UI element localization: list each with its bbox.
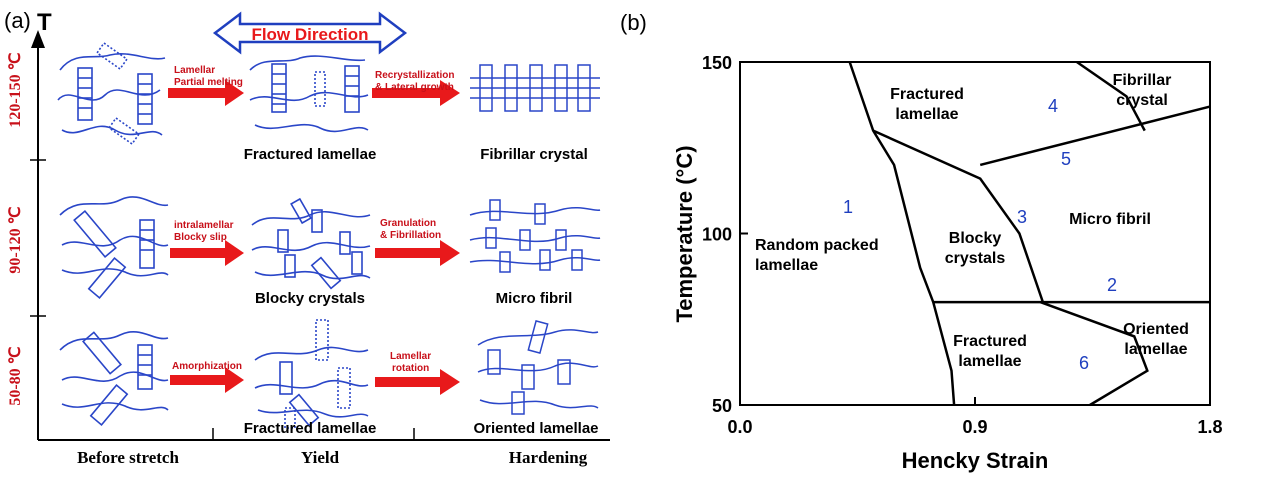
temp-label-row1: 120-150 ℃ xyxy=(7,52,24,127)
phase-boundary-3 xyxy=(872,129,1045,303)
boundary-number-4: 4 xyxy=(1048,96,1058,116)
row2-arrow1-line1: intralamellar xyxy=(174,220,234,231)
row2-arrow1: intralamellar Blocky slip xyxy=(170,220,244,266)
row3-arrow1: Amorphization xyxy=(170,361,244,393)
y-tick-label: 150 xyxy=(702,53,732,73)
panel-b-phase-diagram: (b) 0.0 0.9 1.8 50 100 150 Hencky Strain Temp… xyxy=(610,0,1280,475)
row2-arrow2-line2: & Fibrillation xyxy=(380,230,441,241)
row1-arrow1-line2: Partial melting xyxy=(174,77,243,88)
row1-hardening-crystal xyxy=(470,64,600,112)
row3-caption-mid: Fractured lamellae xyxy=(244,420,377,437)
row1-arrow2-line1: Recrystallization xyxy=(375,70,454,81)
row3-arrow1-line1: Amorphization xyxy=(172,361,242,372)
stage-label-yield: Yield xyxy=(301,448,340,467)
row3-arrow2: Lamellar rotation xyxy=(375,351,460,395)
row1-caption-right: Fibrillar crystal xyxy=(480,146,588,163)
row1-arrow1-line1: Lamellar xyxy=(174,65,215,76)
row1-arrow1: Lamellar Partial melting xyxy=(168,65,244,106)
row2-yield-crystal xyxy=(251,197,371,290)
y-tick-label: 100 xyxy=(702,225,732,245)
panel-a-label: (a) xyxy=(4,8,31,33)
row1-before-stretch-crystal xyxy=(57,41,166,146)
boundary-number-6: 6 xyxy=(1079,353,1089,373)
boundary-number-1: 1 xyxy=(843,197,853,217)
axis-ticks: 0.0 0.9 1.8 50 100 150 xyxy=(702,53,1223,437)
panel-a-schematic: (a) T 120-150 ℃ 90-120 ℃ 50-80 ℃ Flow Di… xyxy=(0,0,610,475)
temperature-axis-arrowhead xyxy=(31,30,45,48)
row2-hardening-crystal xyxy=(469,199,601,273)
row3-before-stretch-crystal xyxy=(59,331,169,426)
row2-caption-right: Micro fibril xyxy=(496,290,573,307)
phase-boundary-5 xyxy=(979,105,1211,167)
x-tick-label: 1.8 xyxy=(1197,417,1222,437)
row1-arrow2-line2: & Lateral growth xyxy=(375,82,454,93)
phase-boundary-1 xyxy=(848,61,956,406)
row2-arrow1-line2: Blocky slip xyxy=(174,232,227,243)
stage-label-before-stretch: Before stretch xyxy=(77,448,179,467)
row2-caption-mid: Blocky crystals xyxy=(255,290,365,307)
boundary-number-3: 3 xyxy=(1017,207,1027,227)
panel-b-label: (b) xyxy=(620,10,647,35)
temp-label-row3: 50-80 ℃ xyxy=(7,346,24,405)
row1-arrow2: Recrystallization & Lateral growth xyxy=(372,70,460,106)
schematic-svg: (a) T 120-150 ℃ 90-120 ℃ 50-80 ℃ Flow Di… xyxy=(4,8,610,467)
x-axis-title: Hencky Strain xyxy=(902,448,1049,473)
row3-yield-crystal xyxy=(254,319,369,429)
row2-arrow2: Granulation & Fibrillation xyxy=(375,218,460,266)
row1-yield-crystal xyxy=(249,55,369,133)
boundary-number-2: 2 xyxy=(1107,275,1117,295)
y-axis-title: Temperature (°C) xyxy=(672,145,697,322)
phase-boundary-4 xyxy=(1076,60,1146,132)
temperature-axis-symbol: T xyxy=(37,9,52,36)
temp-label-row2: 90-120 ℃ xyxy=(7,206,24,273)
row3-arrow2-line1: Lamellar xyxy=(390,351,431,362)
boundary-number-5: 5 xyxy=(1061,149,1071,169)
row3-hardening-crystal xyxy=(477,320,599,415)
row2-before-stretch-crystal xyxy=(59,196,169,299)
x-tick-label: 0.9 xyxy=(962,417,987,437)
row2-arrow2-line1: Granulation xyxy=(380,218,436,229)
phase-boundary-6 xyxy=(1039,300,1149,407)
phase-boundaries xyxy=(848,60,1211,407)
x-tick-label: 0.0 xyxy=(727,417,752,437)
flow-direction-arrow: Flow Direction xyxy=(212,11,408,55)
stage-label-hardening: Hardening xyxy=(509,448,588,467)
y-tick-label: 50 xyxy=(712,396,732,416)
phase-diagram-svg: (b) 0.0 0.9 1.8 50 100 150 Hencky Strain Temp… xyxy=(620,10,1223,473)
row3-caption-right: Oriented lamellae xyxy=(473,420,598,437)
flow-direction-label: Flow Direction xyxy=(251,25,368,44)
row3-arrow2-line2: rotation xyxy=(392,363,429,374)
region-micro-fibril: Micro fibril xyxy=(1069,211,1151,228)
row1-caption-mid: Fractured lamellae xyxy=(244,146,377,163)
